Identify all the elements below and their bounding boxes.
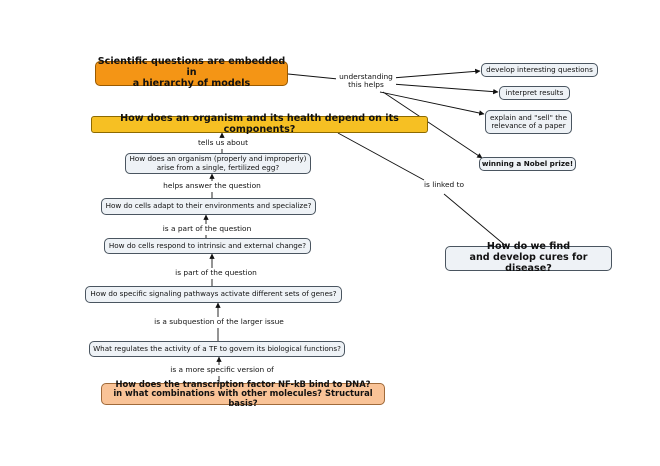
node-cells-respond[interactable]: How do cells respond to intrinsic and ex… [104,238,311,254]
node-explain-paper[interactable]: explain and "sell" the relevance of a pa… [485,110,572,134]
label-subquestion: is a subquestion of the larger issue [150,317,288,327]
label-tells-us-about: tells us about [190,138,256,148]
node-interpret-results[interactable]: interpret results [499,86,570,100]
label-is-linked-to: is linked to [418,180,470,190]
line-to-nobel [382,91,483,159]
line-hierarchy-understanding [287,73,339,80]
node-cures-disease[interactable]: How do we find and develop cures for dis… [445,242,612,274]
line-to-develop [391,68,481,79]
label-is-part-of: is part of the question [170,268,262,278]
node-nobel-prize[interactable]: winning a Nobel prize! [479,157,576,171]
line-organism-linked [337,132,425,181]
node-signaling-pathways[interactable]: How do specific signaling pathways activ… [85,286,342,303]
node-organism-health[interactable]: How does an organism and its health depe… [91,113,428,134]
node-tf-regulation[interactable]: What regulates the activity of a TF to g… [89,341,345,357]
node-develop-questions[interactable]: develop interesting questions [481,63,598,77]
label-understanding-helps: understanding this helps [336,72,396,90]
line-linked-cures [443,193,507,247]
line-to-interpret [391,83,499,95]
label-specific-version: is a more specific version of [163,365,281,375]
node-nfkb-binding[interactable]: How does the transcription factor NF-kB … [101,379,385,407]
label-helps-answer: helps answer the question [158,181,266,191]
label-part-of-the-question: is a part of the question [155,224,259,234]
node-hierarchy-of-models[interactable]: Scientific questions are embedded in a h… [95,57,288,89]
line-to-explain [379,91,485,116]
node-cells-adapt[interactable]: How do cells adapt to their environments… [101,198,316,215]
node-organism-egg[interactable]: How does an organism (properly and impro… [125,153,311,174]
